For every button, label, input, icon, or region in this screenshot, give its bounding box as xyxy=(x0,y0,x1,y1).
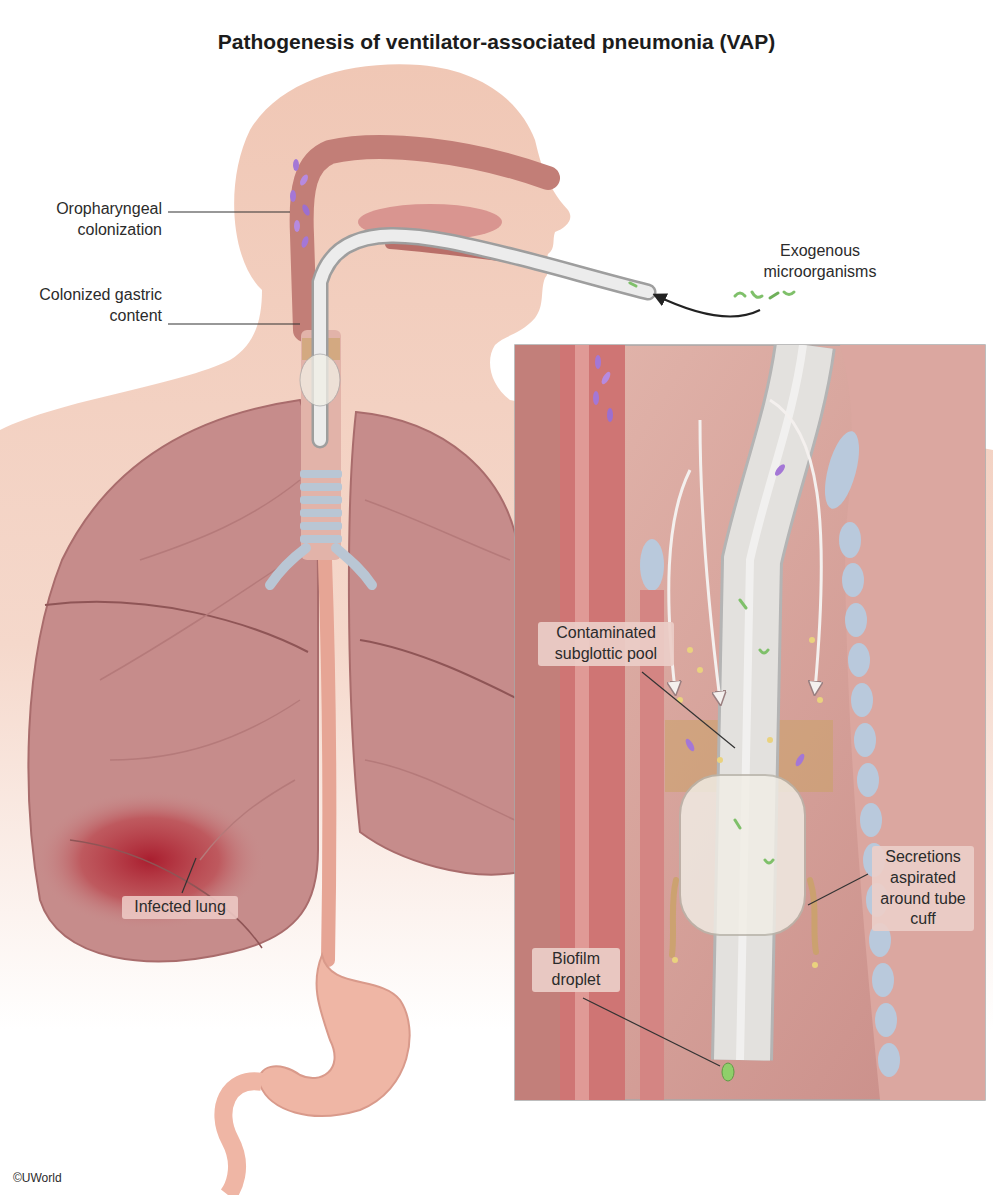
inset-panel-part-part xyxy=(872,963,894,997)
colonizing-bacteria-part xyxy=(301,203,312,216)
leader-lines-part xyxy=(168,323,300,324)
colonizing-bacteria-part xyxy=(290,190,296,202)
inset-panel-part-part xyxy=(818,428,866,513)
inset-panel-part-part xyxy=(809,637,815,643)
exogenous-microbes-part xyxy=(752,292,762,297)
inset-panel-part-part xyxy=(875,1003,897,1037)
leader-lines-part xyxy=(583,998,720,1066)
inset-panel-part-part xyxy=(600,370,612,385)
inset-panel-part-part xyxy=(740,345,803,1060)
exogenous-microbes-part xyxy=(770,293,778,298)
lungs-part xyxy=(45,602,308,652)
inset-panel-part-part xyxy=(717,757,723,763)
inset-panel-part-part xyxy=(697,667,703,673)
leader-lines-part xyxy=(808,874,868,905)
inset-panel-part-part xyxy=(857,763,879,797)
inset-panel-part-part xyxy=(812,962,818,968)
inset-panel-part-part xyxy=(735,600,773,863)
inset-panel-part-part xyxy=(839,522,861,558)
lungs-part xyxy=(365,500,515,820)
lungs xyxy=(28,400,520,961)
inset-panel-part-part xyxy=(672,880,816,955)
trachea-part xyxy=(300,496,342,504)
inset-panel-part-part xyxy=(700,420,720,700)
inset-panel-part-part xyxy=(848,643,870,677)
inset-panel-part-part xyxy=(770,400,821,690)
inset-panel-part-part xyxy=(860,803,882,837)
inset-panel-part-part xyxy=(767,737,773,743)
inset-panel-part-part xyxy=(742,345,805,1060)
inset-panel-part-part xyxy=(595,355,601,369)
lungs-part xyxy=(28,400,318,961)
leader-lines xyxy=(168,212,868,1066)
colonizing-bacteria-part xyxy=(294,220,300,232)
trachea-part xyxy=(300,470,342,478)
esophagus-stomach-part xyxy=(259,955,409,1116)
trachea xyxy=(270,330,372,585)
trachea-part xyxy=(300,509,342,517)
callout-label: Exogenous microorganisms xyxy=(735,240,905,284)
inset-panel-part-part xyxy=(851,683,873,717)
inset-panel-part-part xyxy=(607,408,613,422)
trachea-part xyxy=(300,535,342,543)
leader-lines-part xyxy=(168,211,290,212)
title: Pathogenesis of ventilator-associated pn… xyxy=(0,30,993,54)
inset-panel-part-part xyxy=(722,1063,734,1081)
inset-panel-part-part xyxy=(878,1043,900,1077)
endotracheal-tube-part xyxy=(300,354,340,406)
inset-panel-part-part xyxy=(742,345,805,1060)
inset-panel-part-part xyxy=(854,723,876,757)
colonizing-bacteria xyxy=(290,159,311,249)
inset-panel-part-part xyxy=(817,697,823,703)
lungs-part xyxy=(100,480,300,860)
inset-panel-part-part xyxy=(672,957,678,963)
lungs-part xyxy=(360,640,520,700)
inset-panel-part-part xyxy=(773,463,787,478)
colonizing-bacteria-part xyxy=(293,159,299,171)
inset-panel-part-part xyxy=(845,603,867,637)
trachea-part xyxy=(270,548,372,585)
callout-label: Secretions aspirated around tube cuff xyxy=(872,846,974,931)
callout-label: Colonized gastric content xyxy=(20,284,165,328)
trachea-part xyxy=(300,522,342,530)
inset-panel-part-part xyxy=(640,590,664,1100)
colonizing-bacteria-part xyxy=(300,235,310,248)
lungs-part xyxy=(70,840,262,948)
leader-lines-part xyxy=(182,858,196,893)
inset-panel-part-part xyxy=(680,775,805,935)
colonizing-bacteria-part xyxy=(298,173,309,186)
exogenous-microbes-part xyxy=(655,295,760,317)
esophagus-stomach-part xyxy=(223,1081,262,1195)
leader-lines-part xyxy=(642,672,735,748)
inset-panel-part-part xyxy=(687,647,693,653)
inset-panel-part-part xyxy=(593,391,599,405)
inset-panel-part xyxy=(515,345,985,1100)
inset-panel-part-part xyxy=(842,563,864,597)
lungs-part xyxy=(35,790,265,930)
exogenous-microbes xyxy=(630,283,794,317)
inset-panel xyxy=(515,345,985,1100)
exogenous-microbes-part xyxy=(735,293,745,296)
inset-panel-part-part xyxy=(794,752,806,767)
lungs-part xyxy=(349,412,520,875)
copyright-note: ©UWorld xyxy=(10,1170,100,1188)
exogenous-microbes-part xyxy=(784,292,794,295)
callout-label: Oropharyngeal colonization xyxy=(20,198,165,242)
inset-panel-part-part xyxy=(640,539,664,591)
callout-label: Infected lung xyxy=(122,896,238,919)
inset-panel-part-part xyxy=(840,345,985,1100)
trachea-part xyxy=(300,483,342,491)
inset-panel-part xyxy=(515,345,985,1100)
callout-label: Contaminated subglottic pool xyxy=(538,622,674,666)
inset-panel-part-part xyxy=(684,737,696,752)
callout-label: Biofilm droplet xyxy=(532,948,620,992)
exogenous-microbes-part xyxy=(630,283,636,286)
